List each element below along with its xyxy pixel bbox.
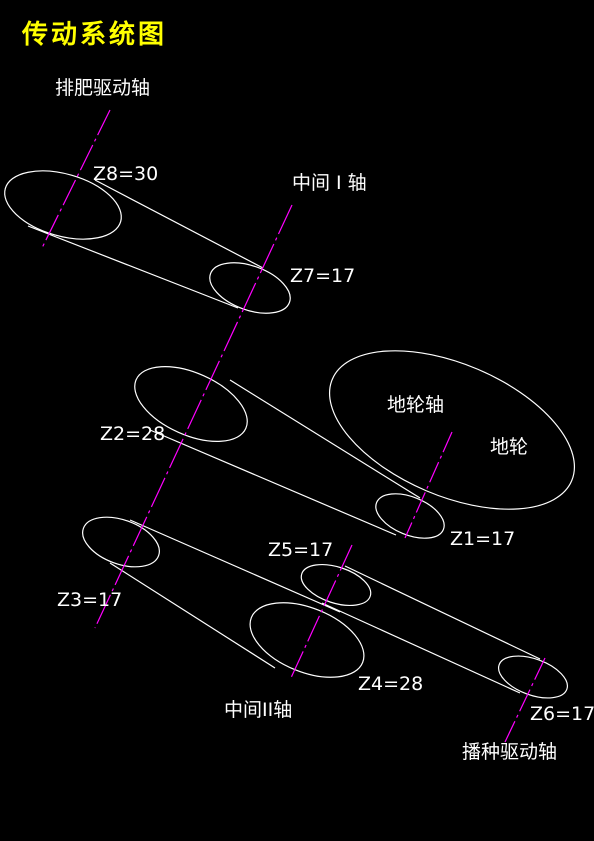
gear-z7-sprocket [209, 262, 291, 314]
label-gear-z5: Z5=17 [268, 539, 334, 561]
chain-1-lower [27, 225, 239, 309]
label-ground-wheel: 地轮 [490, 436, 529, 458]
axis-fertilizer-shaft [41, 109, 111, 249]
chain-4-upper [344, 565, 541, 660]
gear-z1-sprocket [375, 493, 445, 539]
axis-middle1-shaft [94, 204, 293, 629]
label-gear-z6: Z6=17 [530, 703, 594, 725]
diagram-title: 传动系统图 [22, 20, 168, 50]
label-gear-z3: Z3=17 [57, 589, 123, 611]
label-gear-z4: Z4=28 [358, 673, 424, 695]
gear-z5-sprocket [300, 563, 372, 607]
gear-z6-sprocket [498, 655, 568, 699]
label-gear-z8: Z8=30 [93, 163, 159, 185]
axis-ground-wheel-axle [404, 431, 453, 539]
label-ground-wheel-axle: 地轮轴 [387, 394, 445, 416]
label-gear-z1: Z1=17 [450, 528, 516, 550]
label-fertilizer-shaft: 排肥驱动轴 [55, 77, 151, 99]
axis-middle2-shaft [289, 544, 353, 681]
axis-seeding-shaft [504, 657, 546, 743]
chain-3-lower [109, 562, 276, 669]
label-middle2-shaft: 中间II轴 [224, 699, 293, 721]
gear-z8-sprocket [4, 170, 122, 240]
chain-2-lower [149, 429, 397, 536]
label-gear-z2: Z2=28 [100, 423, 166, 445]
chain-4-lower [321, 602, 521, 694]
chain-2-upper [229, 379, 421, 499]
gear-z3-sprocket [82, 516, 160, 568]
chain-1-upper [94, 179, 264, 269]
gear-z4-sprocket [249, 602, 365, 678]
ground-wheel-outline [328, 350, 576, 510]
label-middle1-shaft: 中间 I 轴 [292, 172, 367, 194]
chain-3-upper [129, 519, 341, 613]
label-seeding-shaft: 播种驱动轴 [462, 741, 558, 763]
gear-z2-sprocket [134, 366, 248, 442]
label-gear-z7: Z7=17 [290, 265, 356, 287]
